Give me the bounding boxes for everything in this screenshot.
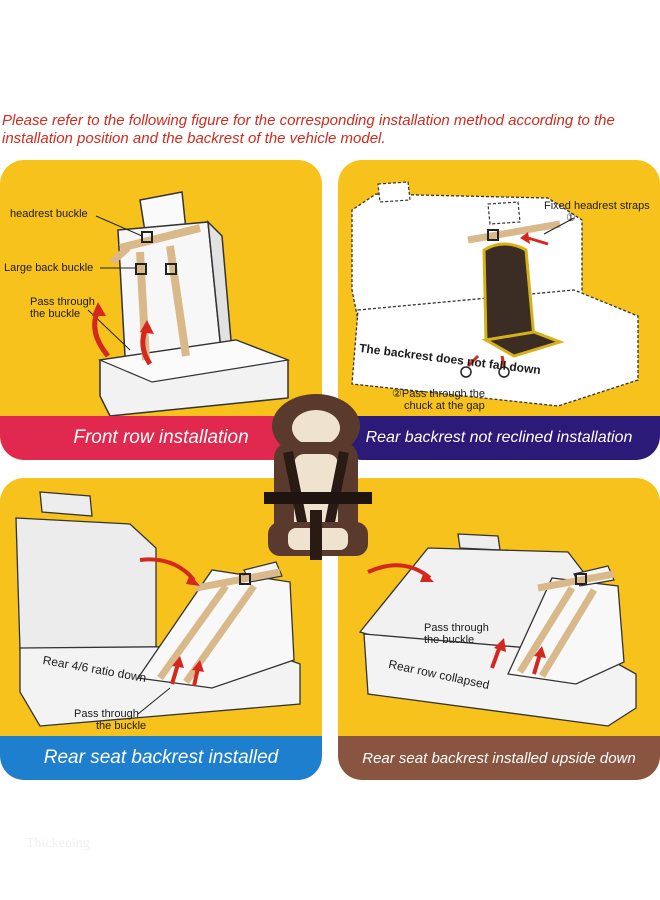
watermark-text: Thickening	[26, 836, 90, 851]
label-pass-through-chuck: ②Pass through the	[392, 388, 486, 400]
rear-upside-down-illustration	[358, 533, 637, 727]
panel-front-row: headrest buckle Large back buckle Pass t…	[0, 160, 322, 460]
label-the-buckle-4: the buckle	[424, 634, 475, 646]
panel-rear-not-reclined: Fixed headrest straps ① The backrest doe…	[338, 160, 660, 460]
label-pass-through: Pass through	[30, 296, 95, 308]
label-fixed-headrest-straps: Fixed headrest straps	[544, 200, 650, 212]
child-seat-image	[264, 394, 372, 560]
label-circle-1: ①	[566, 212, 576, 224]
label-chuck-at-gap: chuck at the gap	[404, 400, 485, 412]
label-pass-through-3: Pass through	[74, 708, 139, 720]
banner-rear-not-reclined: Rear backrest not reclined installation	[338, 416, 660, 460]
banner-rear-upside-down-title: Rear seat backrest installed upside down	[362, 749, 636, 767]
rear-bench-illustration	[351, 181, 639, 407]
label-pass-through-4: Pass through	[424, 622, 489, 634]
panel-rear-upside-down: Pass through the buckle Rear row collaps…	[338, 478, 660, 780]
banner-front-row: Front row installation	[0, 416, 322, 460]
banner-front-row-title: Front row installation	[73, 427, 249, 448]
banner-rear-upside-down: Rear seat backrest installed upside down	[338, 736, 660, 780]
instruction-text: Please refer to the following figure for…	[2, 112, 615, 147]
banner-rear-not-reclined-title: Rear backrest not reclined installation	[365, 429, 633, 446]
banner-rear-backrest-title: Rear seat backrest installed	[43, 747, 279, 768]
panel-rear-backrest: Rear 4/6 ratio down Pass through the buc…	[0, 478, 322, 780]
red-arrow-icon	[92, 308, 110, 358]
label-the-buckle-3: the buckle	[96, 720, 147, 732]
rear-backrest-illustration	[15, 491, 301, 727]
banner-rear-backrest: Rear seat backrest installed	[0, 736, 322, 780]
label-large-back-buckle: Large back buckle	[4, 262, 94, 274]
label-the-buckle: the buckle	[30, 308, 81, 320]
label-headrest-buckle: headrest buckle	[10, 208, 88, 220]
front-row-seat-illustration	[87, 191, 291, 416]
